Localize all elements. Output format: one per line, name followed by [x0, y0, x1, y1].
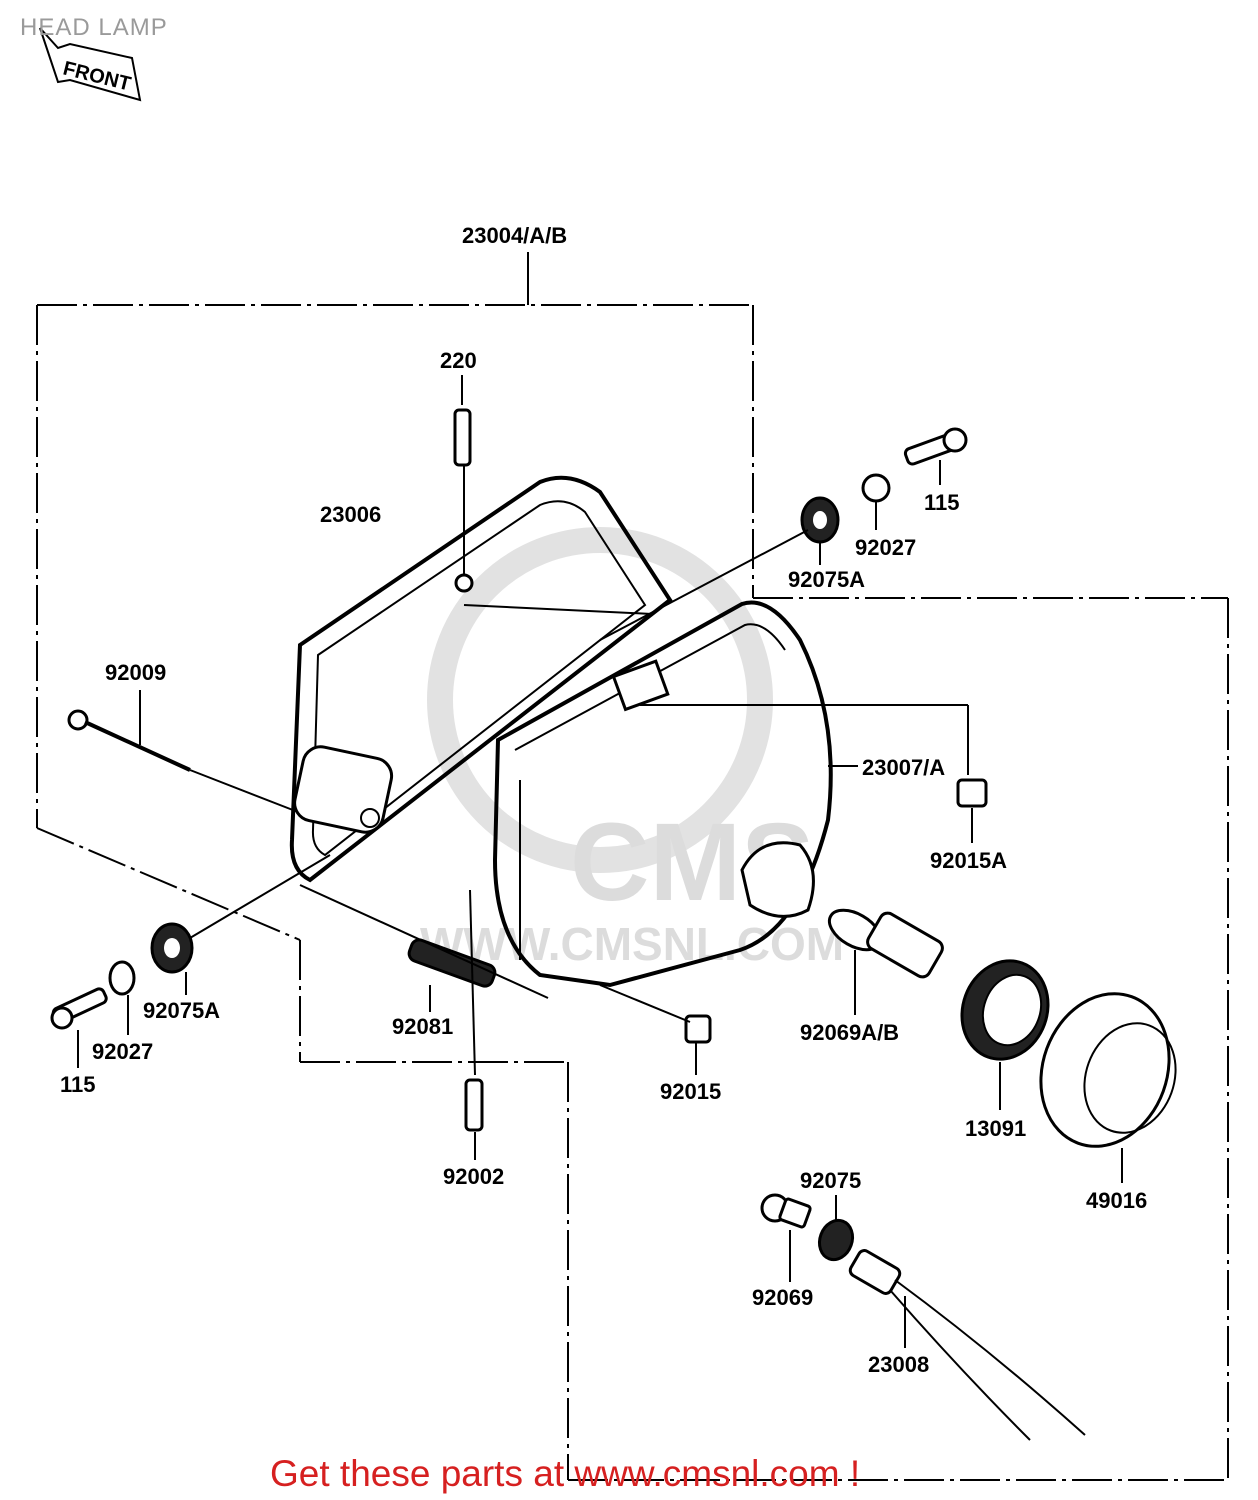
- label-115-top: 115: [924, 490, 960, 515]
- pilot-lamp-group: [760, 1193, 1086, 1441]
- label-220: 220: [440, 348, 477, 373]
- washer-92027-bottom: [108, 960, 136, 996]
- bulb-92069AB-group: [827, 908, 944, 1015]
- label-92015A: 92015A: [930, 848, 1007, 873]
- spring-92081: [407, 938, 497, 988]
- cover-49016-group: [1039, 992, 1177, 1183]
- label-92015: 92015: [660, 1079, 721, 1104]
- bolt-92009: [67, 690, 299, 813]
- watermark-url: WWW.CMSNL.COM: [420, 918, 844, 970]
- label-92027-bottom: 92027: [92, 1039, 153, 1064]
- label-92069: 92069: [752, 1285, 813, 1310]
- rim-mount-tab: [293, 745, 394, 834]
- adjuster-set: [299, 884, 549, 1160]
- front-label: FRONT: [61, 58, 133, 96]
- socket-23008: [848, 1249, 902, 1295]
- watermark-ring: [427, 527, 773, 873]
- label-92027-top: 92027: [855, 535, 916, 560]
- label-23004: 23004/A/B: [462, 223, 567, 248]
- label-115-bottom: 115: [60, 1072, 96, 1097]
- part-labels: 23004/A/B 220 23006 115 92027 92075A 920…: [60, 223, 1147, 1377]
- label-23007: 23007/A: [862, 755, 945, 780]
- screw-220: [453, 375, 474, 593]
- socket-13091-group: [960, 959, 1050, 1110]
- page-title: HEAD LAMP: [20, 14, 168, 41]
- label-23006: 23006: [320, 502, 381, 527]
- label-13091: 13091: [965, 1116, 1026, 1141]
- nut-92015-group: [599, 984, 712, 1075]
- grommet-92075: [817, 1218, 855, 1262]
- label-23008: 23008: [868, 1352, 929, 1377]
- assembly-bracket-23004: [36, 252, 1229, 1481]
- nut-92015: [684, 1014, 712, 1044]
- headlamp-lens-23007: [492, 600, 833, 988]
- nut-92015A: [956, 778, 988, 808]
- label-92002: 92002: [443, 1164, 504, 1189]
- cover-49016: [1039, 992, 1171, 1148]
- fastener-set-bottom: [50, 854, 331, 1068]
- headlamp-rim-23006: [289, 475, 673, 883]
- label-92081: 92081: [392, 1014, 453, 1039]
- washer-92027-top: [861, 473, 891, 503]
- fastener-set-top: [463, 427, 968, 641]
- label-92069AB: 92069A/B: [800, 1020, 899, 1045]
- label-92075A-top: 92075A: [788, 567, 865, 592]
- label-92009: 92009: [105, 660, 166, 685]
- front-arrow-shape: [39, 27, 142, 102]
- label-92075A-bottom: 92075A: [143, 998, 220, 1023]
- bulb-socket-ring: [740, 841, 815, 918]
- nut-92015A-group: [640, 704, 988, 843]
- label-92075: 92075: [800, 1168, 861, 1193]
- label-49016: 49016: [1086, 1188, 1147, 1213]
- screw-92002: [464, 1078, 484, 1132]
- footer-link[interactable]: Get these parts at www.cmsnl.com !: [270, 1453, 861, 1494]
- lens-clip: [611, 659, 670, 712]
